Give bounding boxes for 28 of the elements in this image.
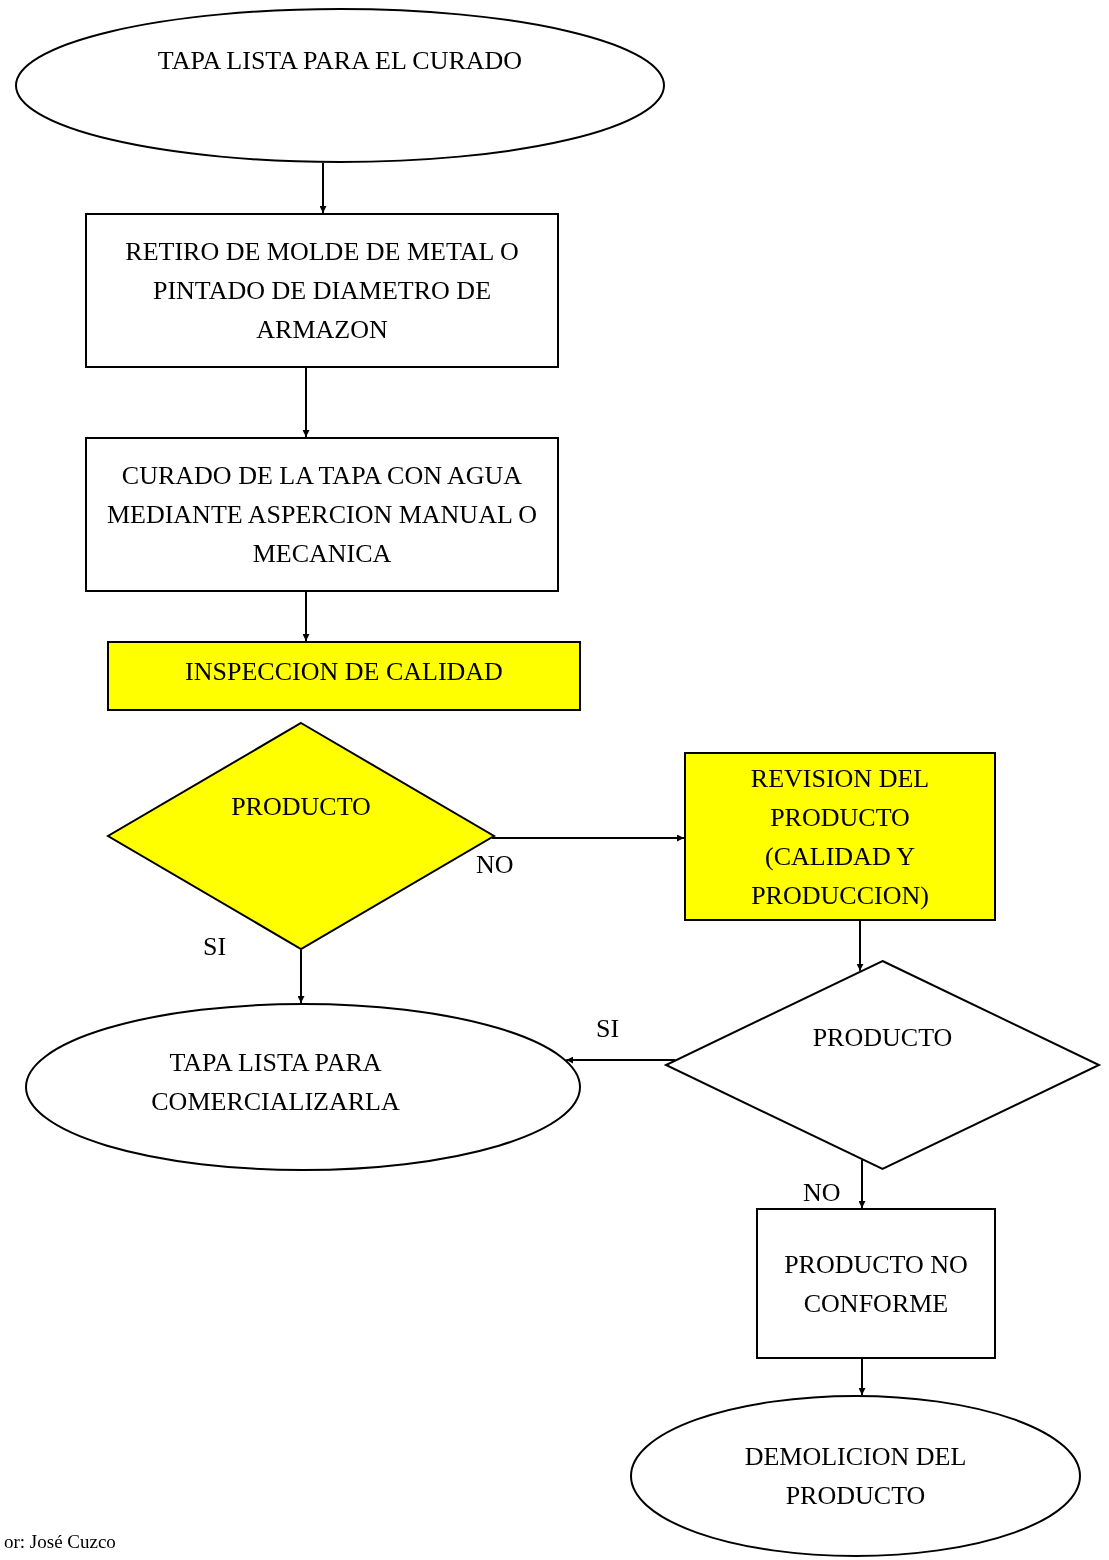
node-text: PRODUCTO NO CONFORME [783, 1248, 969, 1320]
arrow [302, 367, 310, 438]
process-box [756, 1208, 996, 1359]
arrow [319, 161, 327, 214]
node-text: INSPECCION DE CALIDAD [185, 655, 503, 688]
node-text: REVISION DEL PRODUCTO (CALIDAD Y PRODUCCION) [749, 762, 931, 912]
arrow [297, 949, 305, 1004]
node-text: RETIRO DE MOLDE DE METAL O PINTADO DE DIAMETRO DE ARMAZON [124, 236, 520, 346]
node-text: PRODUCTO [812, 1022, 953, 1054]
node-text: DEMOLICION DEL PRODUCTO [743, 1441, 968, 1512]
author-note: or: José Cuzco [4, 1530, 116, 1554]
terminal-ellipse [25, 1003, 581, 1171]
process-box [107, 641, 581, 711]
arrow [302, 591, 310, 642]
node-text: TAPA LISTA PARA EL CURADO [157, 45, 523, 77]
arrow [490, 834, 685, 842]
arrow [858, 1159, 866, 1209]
process-box [85, 437, 559, 592]
node-text: PRODUCTO [231, 790, 371, 823]
process-box [684, 752, 996, 921]
process-box [85, 213, 559, 368]
decision-diamond [665, 960, 1100, 1170]
arrow [856, 920, 864, 972]
node-text: CURADO DE LA TAPA CON AGUA MEDIANTE ASPERCION MANUAL O MECANICA [105, 460, 539, 570]
node-text: TAPA LISTA PARA COMERCIALIZARLA [150, 1047, 401, 1118]
arrow [858, 1358, 866, 1397]
terminal-ellipse [15, 8, 665, 163]
terminal-ellipse [630, 1395, 1081, 1557]
